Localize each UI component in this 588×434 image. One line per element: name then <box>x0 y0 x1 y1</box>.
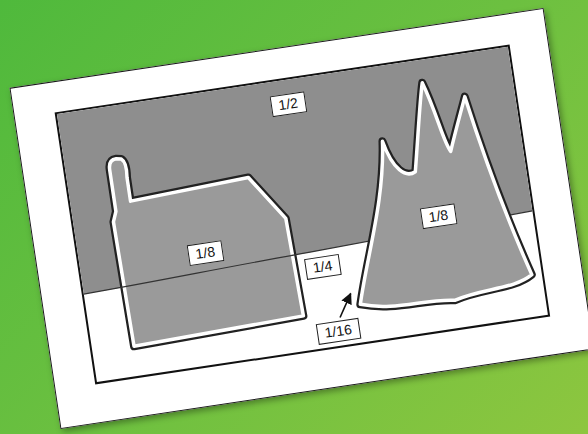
fraction-label: 1/4 <box>304 254 342 280</box>
house-shape: 1/8 <box>93 127 306 352</box>
picture-area: 1/21/81/41/81/16 <box>57 47 548 382</box>
picture-frame: 1/21/81/41/81/16 <box>55 44 551 384</box>
shadow-edge <box>104 135 304 347</box>
callout-fraction: 1/16 <box>315 318 361 345</box>
tree-shape-outline <box>322 62 540 319</box>
white-outline <box>329 71 534 314</box>
house-shape-outline <box>93 127 306 352</box>
shadow-edge <box>329 71 534 314</box>
white-outline <box>104 135 304 347</box>
tree-shape: 1/8 <box>322 62 540 319</box>
photo-card: 1/21/81/41/81/16 <box>9 8 588 429</box>
leader-line <box>337 294 354 318</box>
